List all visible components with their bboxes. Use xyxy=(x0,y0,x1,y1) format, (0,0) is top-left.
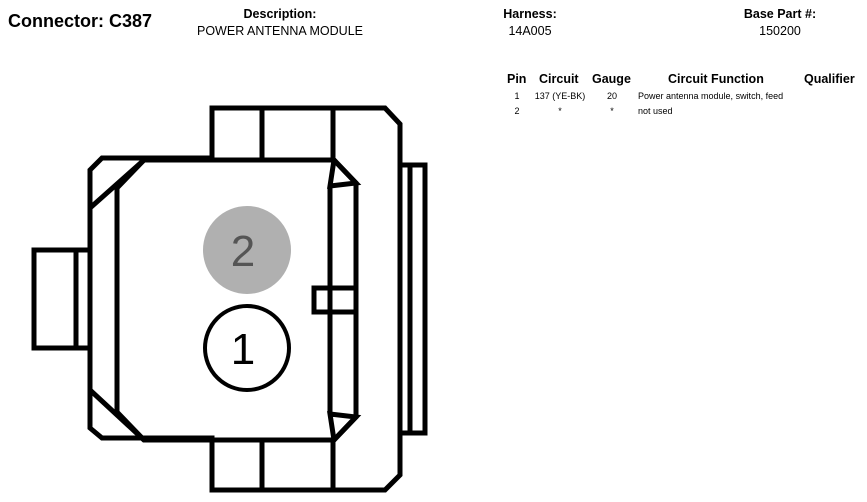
column-header-gauge: Gauge xyxy=(592,72,631,86)
circuit-function-cell: Power antenna module, switch, feed xyxy=(638,91,784,101)
pin-1-label: 1 xyxy=(231,325,255,374)
pin-2-cavity: 2 xyxy=(203,206,291,294)
connector-title: Connector: C387 xyxy=(8,11,153,31)
gauge-cell: 20 xyxy=(606,91,617,101)
housing-outline xyxy=(87,105,403,493)
circuit-cell: * xyxy=(558,106,562,116)
description-value: POWER ANTENNA MODULE xyxy=(197,24,363,38)
harness-label: Harness: xyxy=(503,7,557,21)
column-header-circuit: Circuit xyxy=(539,72,579,86)
keyway-bottom xyxy=(327,411,362,446)
pin-1-circle xyxy=(203,304,291,392)
table-row: 1 137 (YE-BK) 20 Power antenna module, s… xyxy=(0,91,867,105)
circuit-cell: 137 (YE-BK) xyxy=(534,91,586,101)
left-tab xyxy=(31,247,93,351)
keyway-top xyxy=(327,154,362,189)
inner-cavity xyxy=(114,157,359,443)
description-label: Description: xyxy=(243,7,317,21)
chamfer xyxy=(88,158,146,210)
column-header-circuit-function: Circuit Function xyxy=(668,72,764,86)
circuit-function-cell: not used xyxy=(638,106,673,116)
center-key xyxy=(311,285,359,315)
table-row: 2 * * not used xyxy=(0,106,867,120)
pin-2-circle xyxy=(203,206,291,294)
pin-2-label: 2 xyxy=(231,227,255,276)
harness-value: 14A005 xyxy=(508,24,552,38)
base-part-label: Base Part #: xyxy=(743,7,817,21)
pin-cell: 1 xyxy=(514,91,520,101)
gauge-cell: * xyxy=(610,106,614,116)
column-header-qualifier: Qualifier xyxy=(804,72,855,86)
base-part-value: 150200 xyxy=(759,24,801,38)
column-header-pin: Pin xyxy=(507,72,527,86)
pin-1-cavity: 1 xyxy=(203,304,291,392)
chamfer xyxy=(88,388,146,442)
pin-cell: 2 xyxy=(514,106,520,116)
